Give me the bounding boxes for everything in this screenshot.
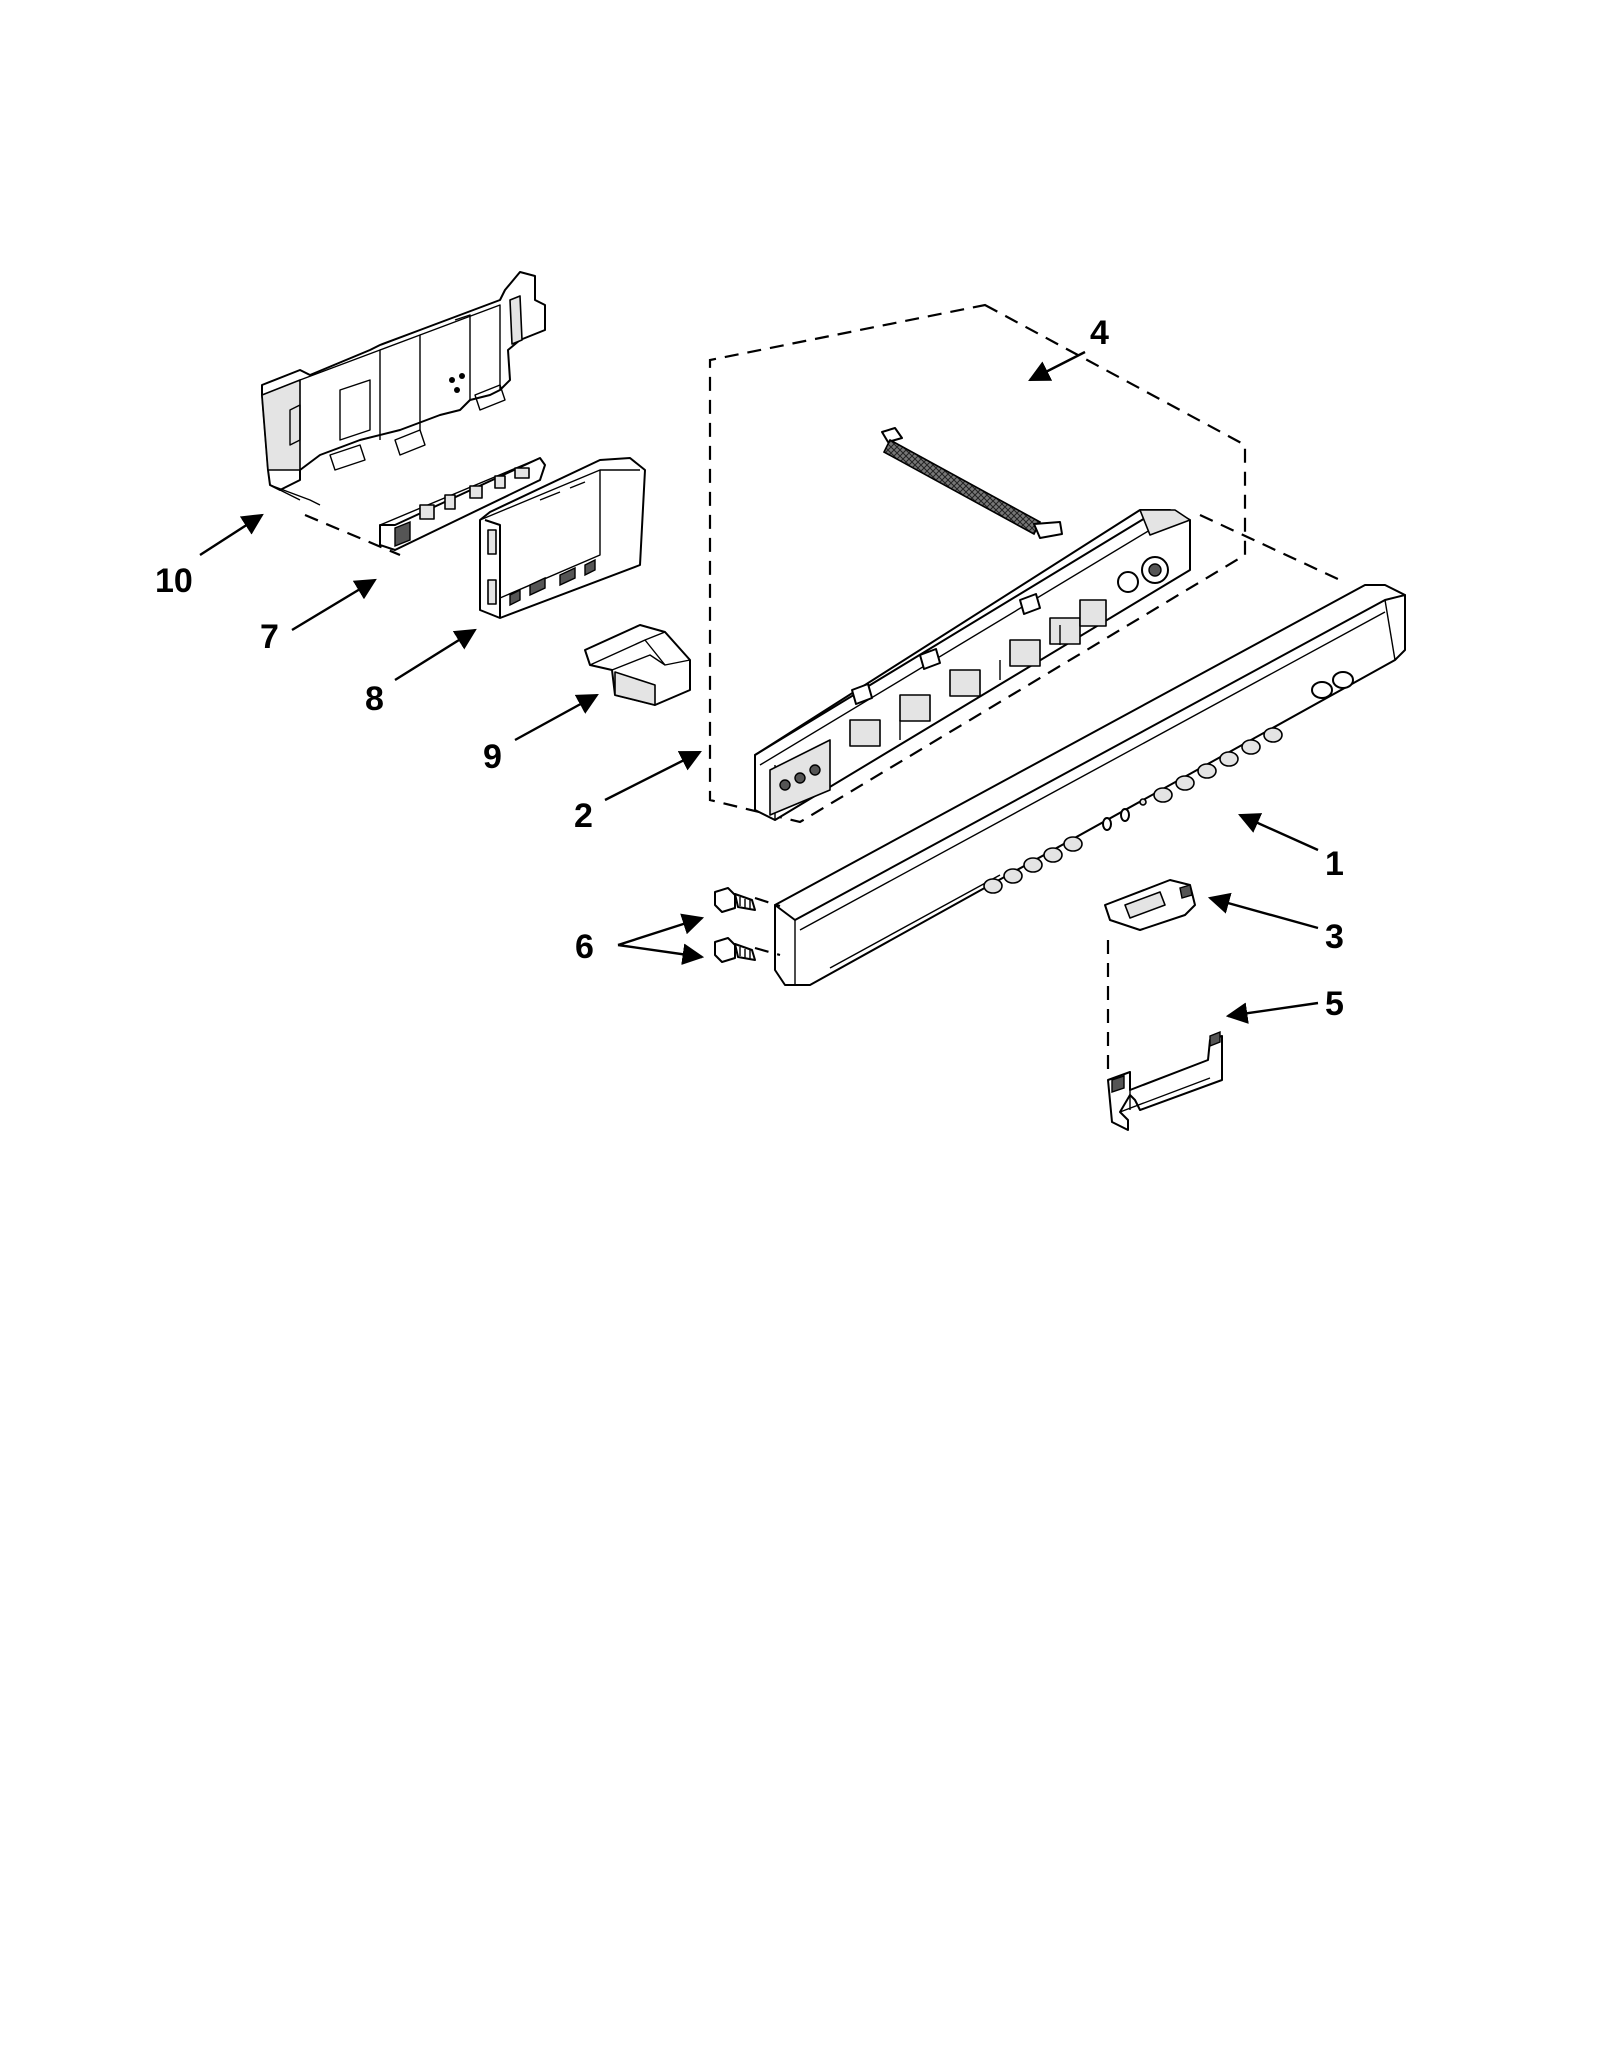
alignment-lines bbox=[304, 513, 1341, 1075]
part-7-control-board bbox=[379, 457, 546, 551]
assembly-2-outline bbox=[708, 303, 1247, 824]
part-9-cover bbox=[584, 624, 691, 706]
callout-3: 3 bbox=[1325, 918, 1344, 956]
callout-2: 2 bbox=[574, 797, 593, 835]
part-6-screw-upper bbox=[714, 887, 756, 913]
callout-4: 4 bbox=[1090, 314, 1109, 352]
part-6-screw-lower bbox=[714, 937, 756, 963]
part-10-bracket-frame bbox=[261, 271, 546, 506]
part-3-latch bbox=[1104, 879, 1196, 931]
part-5-bracket bbox=[1107, 1030, 1223, 1131]
part-1-console bbox=[774, 584, 1406, 986]
leader-arrows bbox=[199, 350, 1319, 1024]
callout-9: 9 bbox=[483, 738, 502, 776]
callout-8: 8 bbox=[365, 680, 384, 718]
callout-10: 10 bbox=[155, 562, 193, 600]
part-4-wire-harness bbox=[881, 427, 1063, 539]
callout-1: 1 bbox=[1325, 845, 1344, 883]
callout-5: 5 bbox=[1325, 985, 1344, 1023]
part-2-interface-assembly bbox=[754, 509, 1191, 821]
callout-7: 7 bbox=[260, 618, 279, 656]
callout-6: 6 bbox=[575, 928, 594, 966]
part-8-control-module bbox=[479, 457, 646, 619]
